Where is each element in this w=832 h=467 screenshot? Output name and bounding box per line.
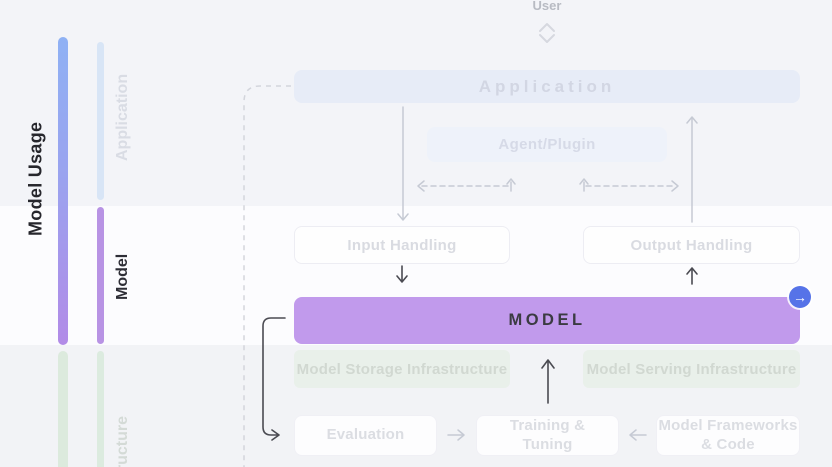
- training-tuning-label: Training & Tuning: [509, 416, 586, 453]
- section-bar-application: [97, 42, 104, 200]
- model-box[interactable]: MODEL: [294, 297, 800, 344]
- input-handling-box[interactable]: Input Handling: [294, 226, 510, 264]
- page-title: Model Usage: [25, 121, 46, 237]
- model-usage-rail-bar-infra: [58, 351, 68, 467]
- section-bar-model: [97, 207, 104, 344]
- model-serving-infrastructure-box[interactable]: Model Serving Infrastructure: [583, 350, 800, 388]
- model-frameworks-code-label: Model Frameworks & Code: [658, 416, 798, 453]
- arrow-right-icon: →: [793, 289, 807, 305]
- section-label-infrastructure: Infrastructure: [110, 383, 136, 467]
- user-label: User: [532, 0, 562, 13]
- model-frameworks-code-box[interactable]: Model Frameworks & Code: [656, 415, 800, 456]
- model-storage-infrastructure-box[interactable]: Model Storage Infrastructure: [294, 350, 510, 388]
- section-label-application: Application: [114, 73, 131, 161]
- section-label-model: Model: [114, 253, 131, 301]
- training-tuning-box[interactable]: Training & Tuning: [476, 415, 619, 456]
- output-handling-box[interactable]: Output Handling: [583, 226, 800, 264]
- evaluation-box[interactable]: Evaluation: [294, 415, 437, 456]
- section-bar-infrastructure: [97, 351, 104, 467]
- application-box[interactable]: Application: [294, 70, 800, 103]
- agent-plugin-box[interactable]: Agent/Plugin: [427, 127, 667, 162]
- model-usage-rail-bar: [58, 37, 68, 345]
- model-details-button[interactable]: →: [789, 286, 811, 308]
